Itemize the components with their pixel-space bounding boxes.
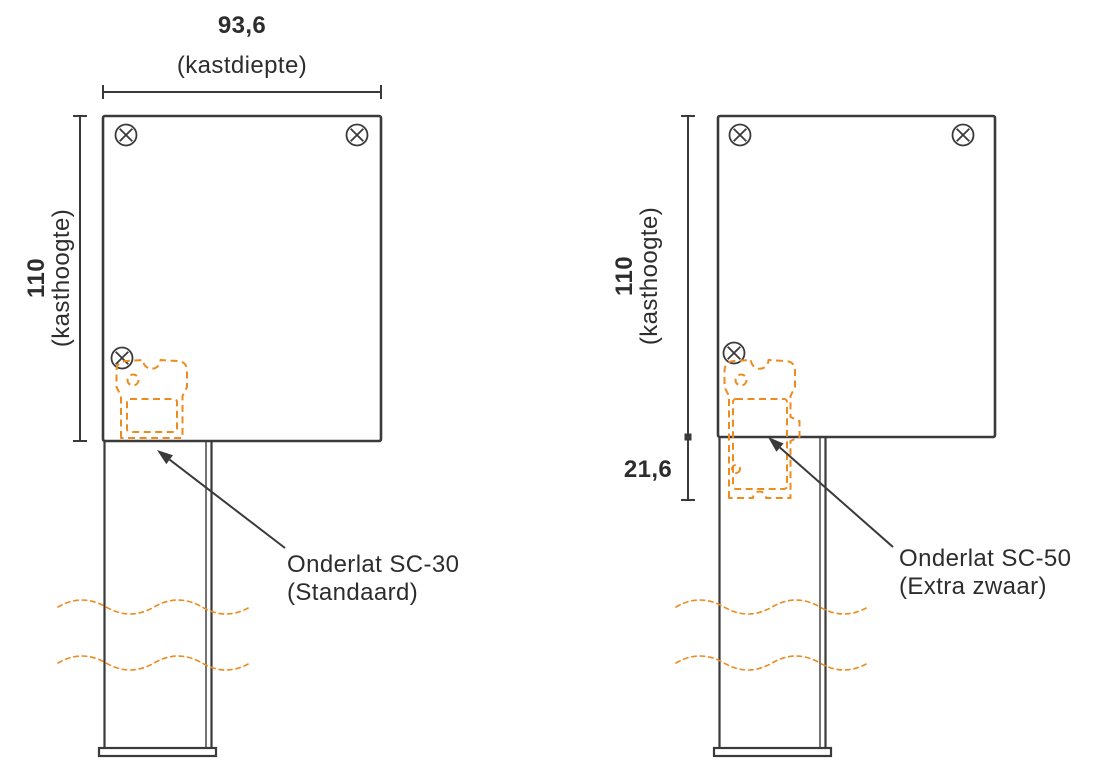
- height-dimension-label: (kasthoogte): [636, 207, 663, 345]
- callout-arrow-head: [768, 437, 784, 452]
- callout-title: Onderlat SC-50: [899, 545, 1071, 572]
- callout-subtitle: (Extra zwaar): [899, 573, 1047, 600]
- dimension-split-marker: [684, 433, 692, 441]
- callout-arrow-line: [779, 446, 894, 548]
- left-diagram: 93,6 (kastdiepte) 110 (kasthoogte): [23, 12, 459, 758]
- break-line-wave: [675, 655, 869, 671]
- screw-icon: [728, 123, 752, 147]
- screw-icon: [110, 346, 134, 370]
- cabinet-cross-section: [101, 114, 383, 443]
- offset-dimension-value: 21,6: [624, 456, 672, 483]
- screen-panel: [97, 441, 218, 758]
- profile-outer-path: [723, 359, 801, 499]
- depth-dimension: 93,6 (kastdiepte): [102, 12, 382, 99]
- height-dimension-label: (kasthoogte): [48, 209, 75, 347]
- callout-arrow-head: [157, 450, 173, 465]
- break-line-wave: [675, 599, 869, 615]
- panel-bottom-cap: [712, 746, 833, 758]
- break-line-wave: [57, 599, 251, 615]
- height-dimension-value: 110: [611, 256, 638, 296]
- callout: Onderlat SC-50 (Extra zwaar): [768, 437, 1071, 600]
- depth-dimension-value: 93,6: [218, 12, 266, 39]
- profile-notch-circle: [734, 373, 748, 387]
- depth-dimension-label: (kastdiepte): [177, 52, 307, 79]
- callout: Onderlat SC-30 (Standaard): [157, 450, 459, 606]
- height-dimension-value: 110: [23, 258, 50, 298]
- sc30-profile-outline: [115, 359, 188, 439]
- profile-notch-circle: [126, 373, 140, 387]
- height-dimension: 110 (kasthoogte): [23, 115, 87, 442]
- callout-subtitle: (Standaard): [287, 579, 418, 606]
- height-dimension: 110 (kasthoogte) 21,6: [611, 115, 695, 501]
- screen-panel: [712, 437, 833, 758]
- break-line-wave: [57, 655, 251, 671]
- cabinet-box: [101, 114, 383, 443]
- sc50-profile-outline: [723, 359, 801, 499]
- screw-icon: [114, 123, 138, 147]
- cabinet-cross-section: [716, 114, 997, 439]
- profile-inner-chamber: [126, 398, 178, 433]
- panel-bottom-cap: [97, 746, 218, 758]
- profile-outer-path: [115, 359, 188, 439]
- cabinet-box: [716, 114, 997, 439]
- profile-inner-chamber: [732, 398, 788, 490]
- callout-title: Onderlat SC-30: [287, 551, 459, 578]
- screw-icon: [345, 123, 369, 147]
- right-diagram: 110 (kasthoogte) 21,6: [611, 114, 1071, 758]
- callout-arrow-line: [169, 458, 286, 549]
- screw-icon: [951, 123, 975, 147]
